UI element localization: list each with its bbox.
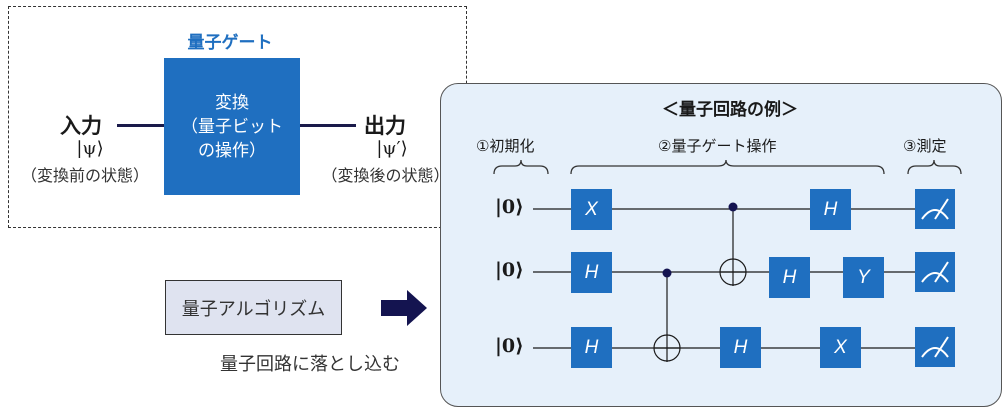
brace-measure (907, 159, 962, 175)
output-ket: |ψ′⟩ (376, 138, 408, 159)
step-initialize: ①初期化 (476, 137, 535, 155)
transform-line-1: 変換 (215, 92, 249, 113)
transform-block: 変換 （量子ビット の操作） (164, 58, 300, 195)
transform-line-2: （量子ビット (181, 116, 283, 137)
qubit-2-init: |0⟩ (495, 259, 524, 281)
input-title: 入力 (60, 114, 102, 138)
qubit-3-init: |0⟩ (495, 335, 524, 357)
gate-y: Y (843, 257, 884, 298)
brace-initialize (493, 159, 549, 175)
input-wire (117, 124, 164, 127)
algorithm-box: 量子アルゴリズム (165, 280, 342, 335)
step-gate-operations: ②量子ゲート操作 (658, 137, 777, 155)
circuit-title: ＜量子回路の例＞ (662, 100, 798, 120)
gate-h: H (571, 327, 612, 368)
output-subtitle: （変換後の状態） (321, 166, 450, 185)
input-group: 入力 (10, 110, 160, 140)
meter-icon (915, 189, 955, 233)
cnot-control-1 (728, 202, 738, 212)
algorithm-label: 量子アルゴリズム (181, 298, 326, 320)
gate-h: H (720, 327, 761, 368)
input-subtitle: （変換前の状態） (20, 166, 149, 185)
gate-h: H (769, 257, 810, 298)
input-ket: |ψ⟩ (76, 138, 104, 159)
meter-icon (915, 252, 955, 296)
cnot-control-2 (662, 268, 672, 278)
gate-label: 量子ゲート (187, 33, 273, 53)
meter-icon (915, 327, 955, 371)
gate-h: H (571, 252, 612, 293)
output-title: 出力 (364, 114, 406, 138)
output-wire (300, 124, 356, 127)
step-measure: ③測定 (903, 137, 947, 155)
gate-h: H (810, 189, 851, 230)
gate-x: X (571, 189, 612, 230)
algorithm-caption: 量子回路に落とし込む (220, 354, 400, 375)
right-arrow-icon (381, 290, 429, 326)
qubit-1-init: |0⟩ (495, 196, 524, 218)
transform-line-3: の操作） (198, 140, 266, 161)
gate-x: X (820, 327, 861, 368)
brace-gate-operations (570, 159, 885, 175)
